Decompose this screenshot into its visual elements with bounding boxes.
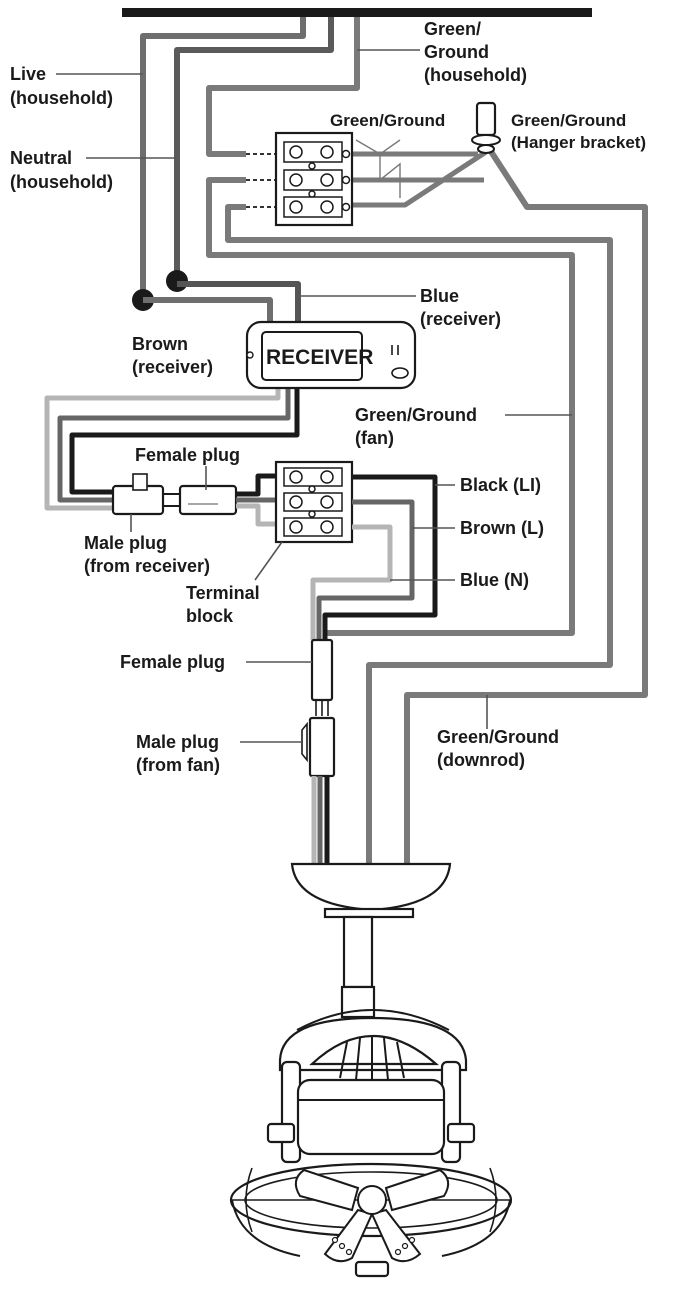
upper-feed-mid (206, 177, 575, 636)
ground-bond-lines (355, 139, 401, 198)
label-ggf-line2: (fan) (355, 428, 394, 448)
label-neutral-line1: Neutral (10, 148, 72, 168)
fan-female-plug (310, 638, 334, 716)
female-plug-out-black (236, 473, 278, 497)
label-tb-line2: block (186, 606, 234, 626)
black-li-wire (322, 474, 438, 640)
label-male-plug-receiver: Male plug (from receiver) (84, 533, 210, 576)
receiver-female-plug (178, 484, 238, 516)
blue-receiver-wire (177, 281, 301, 325)
connector-dashes (246, 153, 278, 208)
ceiling-bar (122, 8, 592, 17)
receiver-unit: RECEIVER (245, 320, 417, 390)
label-male-plug-fan: Male plug (from fan) (136, 732, 220, 775)
label-female-plug-lower: Female plug (120, 652, 225, 672)
receiver-out-black (69, 388, 300, 495)
label-ggf-line1: Green/Ground (355, 405, 477, 425)
brown-receiver-wire (143, 297, 273, 325)
label-blue-n: Blue (N) (460, 570, 529, 590)
label-green-ground-hanger: Green/Ground (Hanger bracket) (511, 111, 646, 152)
fan-male-plug (301, 716, 336, 778)
label-black-li: Black (LI) (460, 475, 541, 495)
label-green-ground-top: Green/Ground (330, 111, 445, 130)
terminal-block-leader (254, 541, 283, 581)
lower-terminal-block (274, 460, 354, 544)
label-mpf-line2: (from fan) (136, 755, 220, 775)
receiver-text: RECEIVER (266, 346, 373, 369)
label-neutral: Neutral (household) (10, 148, 113, 192)
live-household-wire (140, 17, 306, 298)
label-ggh-line1: Green/ (424, 19, 481, 39)
ceiling-fan (229, 862, 513, 1278)
label-ggha-line1: Green/Ground (511, 111, 626, 130)
label-br-line1: Blue (420, 286, 459, 306)
receiver-out-light (44, 388, 281, 511)
label-ggh-line3: (household) (424, 65, 527, 85)
label-br-line2: (receiver) (420, 309, 501, 329)
ground-to-hanger-3 (352, 149, 488, 208)
neutral-household-wire (174, 17, 334, 282)
upper-feed-bottom (225, 204, 613, 864)
upper-terminal-block (274, 131, 354, 227)
label-terminal-block: Terminal block (186, 583, 260, 626)
female-plug-out-light (236, 503, 278, 527)
green-ground-downrod-wire (404, 148, 648, 864)
label-live-line1: Live (10, 64, 46, 84)
label-brown-l: Brown (L) (460, 518, 544, 538)
label-tb-line1: Terminal (186, 583, 260, 603)
label-green-ground-fan: Green/Ground (fan) (355, 405, 477, 448)
receiver-out-grey (57, 388, 291, 503)
label-mpr-line2: (from receiver) (84, 556, 210, 576)
label-brown-receiver: Brown (receiver) (132, 334, 213, 377)
label-female-plug-upper: Female plug (135, 445, 240, 465)
label-live: Live (household) (10, 64, 113, 108)
label-bnr-line1: Brown (132, 334, 188, 354)
label-live-line2: (household) (10, 88, 113, 108)
brown-l-wire (316, 499, 415, 640)
label-ggd-line1: Green/Ground (437, 727, 559, 747)
label-ggd-line2: (downrod) (437, 750, 525, 770)
label-bnr-line2: (receiver) (132, 357, 213, 377)
label-green-ground-household: Green/ Ground (household) (424, 19, 527, 85)
label-ggh-line2: Ground (424, 42, 489, 62)
green-ground-household-wire (206, 17, 360, 157)
label-ggha-line2: (Hanger bracket) (511, 133, 646, 152)
label-neutral-line2: (household) (10, 172, 113, 192)
label-green-ground-downrod: Green/Ground (downrod) (437, 727, 559, 770)
label-blue-receiver: Blue (receiver) (420, 286, 501, 329)
hanger-bracket-screw (471, 101, 501, 154)
receiver-male-plug (111, 473, 180, 516)
label-mpf-line1: Male plug (136, 732, 219, 752)
label-mpr-line1: Male plug (84, 533, 167, 553)
